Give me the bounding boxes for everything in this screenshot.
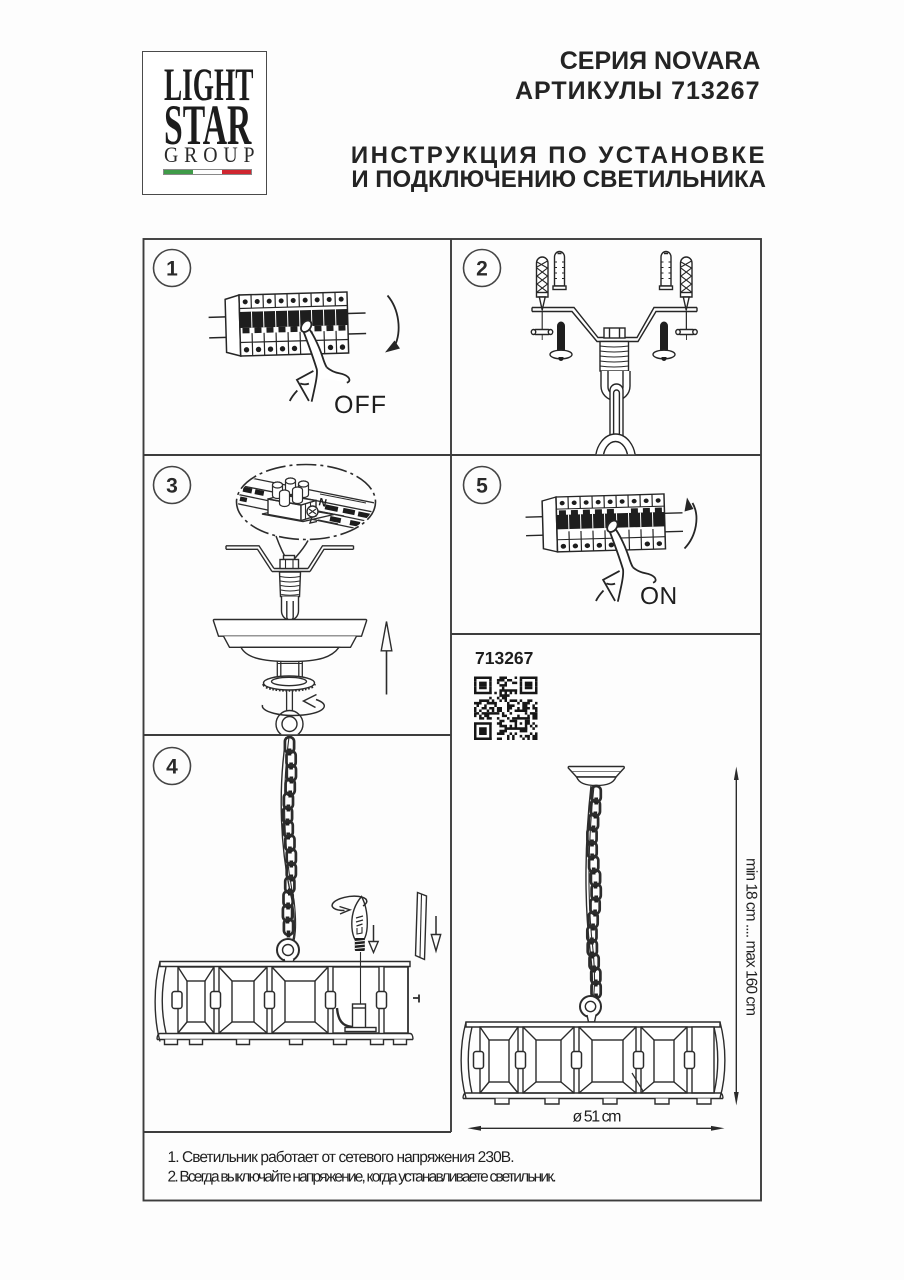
svg-text:713267: 713267 — [475, 648, 533, 668]
svg-text:N: N — [317, 496, 328, 510]
svg-text:1: 1 — [166, 258, 178, 281]
svg-text:OFF: OFF — [334, 391, 387, 419]
svg-text:3: 3 — [166, 475, 178, 498]
svg-text:ø 51 cm: ø 51 cm — [573, 1109, 622, 1126]
svg-text:min 18 cm .... max 160 cm: min 18 cm .... max 160 cm — [743, 858, 760, 1016]
svg-text:4: 4 — [166, 756, 178, 779]
svg-text:2. Всегда выключайте напряжени: 2. Всегда выключайте напряжение, когда у… — [168, 1169, 557, 1186]
svg-text:5: 5 — [476, 475, 488, 498]
svg-text:2: 2 — [476, 258, 488, 281]
svg-text:1. Светильник работает от сете: 1. Светильник работает от сетевого напря… — [168, 1149, 515, 1166]
svg-text:ON: ON — [640, 583, 678, 610]
